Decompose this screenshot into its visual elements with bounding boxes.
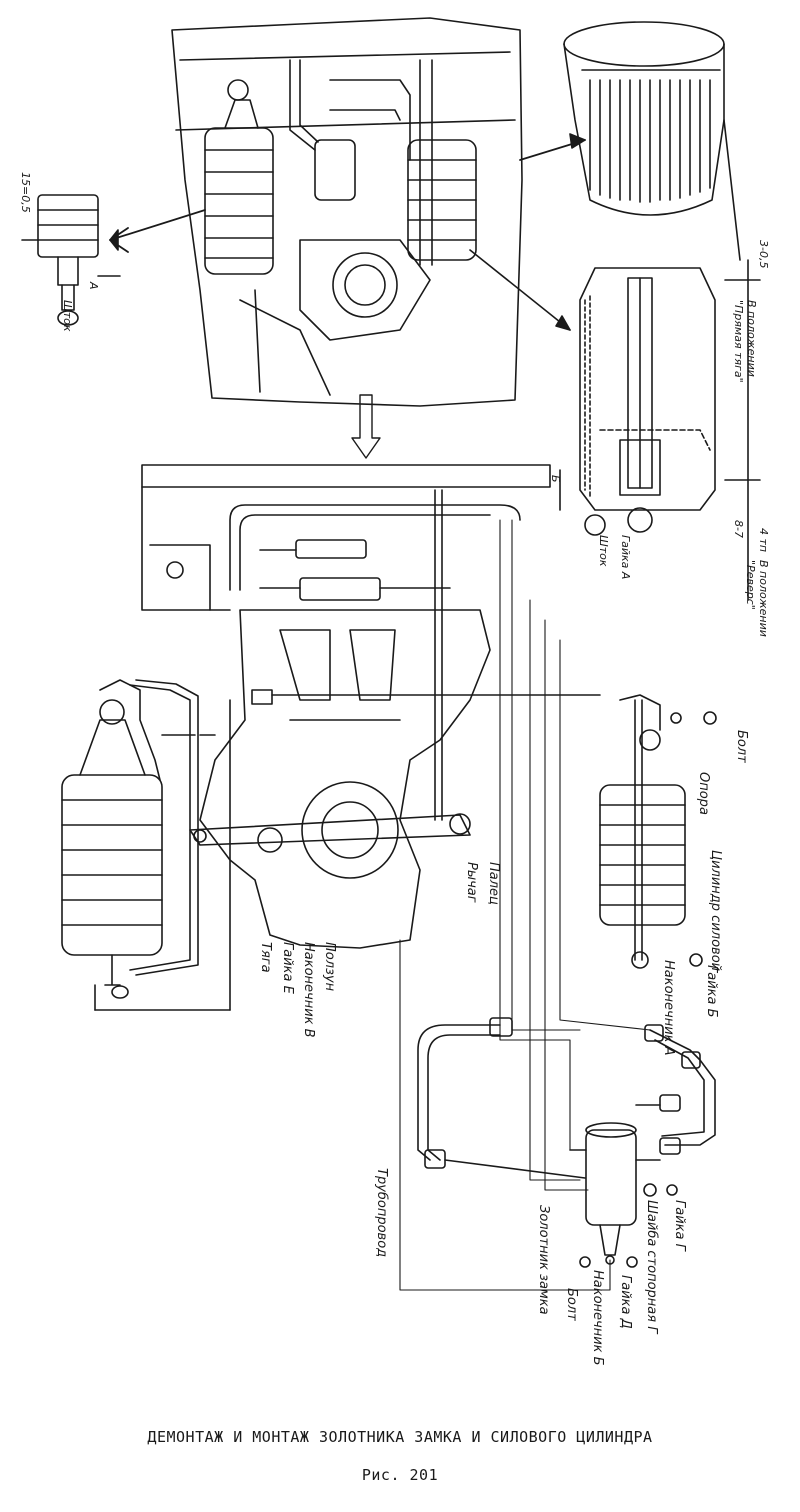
bottom-assembly: [417, 1017, 716, 1268]
label-cylinder: Цилиндр силовой: [708, 850, 723, 971]
label-position-2: В положении: [757, 560, 770, 637]
label-3-05: 3-0,5: [757, 240, 770, 268]
label-polzun: Ползун: [322, 942, 337, 992]
label-4tp: 4 тп: [757, 528, 770, 552]
label-dim-top: 15=0,5: [19, 172, 32, 213]
middle-main-view: [141, 464, 601, 949]
label-gaika-d: Гайка Д: [618, 1275, 633, 1329]
label-nakonechnik-a: Наконечник А: [661, 960, 676, 1056]
top-right-filter: [519, 21, 741, 261]
label-nakonechnik-b: Наконечник Б: [590, 1270, 605, 1366]
top-engine-view: [171, 17, 523, 407]
label-opora: Опора: [696, 772, 711, 815]
right-detail: [469, 249, 761, 601]
label-tyaga: Тяга: [258, 942, 273, 973]
label-palets: Палец: [486, 862, 501, 905]
label-rychag: Рычаг: [464, 862, 479, 903]
top-left-detail: [21, 194, 206, 326]
label-bolt-mid: Болт: [734, 730, 749, 763]
label-8-7: 8-7: [732, 520, 745, 538]
label-gaika-a: Гайка А: [619, 535, 632, 579]
label-gaika-e: Гайка Е: [280, 942, 295, 995]
left-power-cylinder: [61, 679, 231, 1011]
label-bolt-bottom: Болт: [564, 1288, 579, 1321]
label-revers: "Реверс": [744, 560, 757, 610]
label-a-top: А: [87, 281, 100, 290]
label-pryamaya: "Прямая тяга": [732, 300, 745, 383]
label-shaiba: Шайба стопорная Г: [644, 1200, 659, 1335]
label-truboprovod: Трубопровод: [374, 1168, 389, 1257]
labels: Шток А 15=0,5 Гайка А Шток Б В положении…: [19, 172, 770, 1366]
label-shtok-top: Шток: [61, 300, 74, 332]
right-power-cylinder: [599, 694, 717, 969]
label-gaika-b: Гайка Б: [704, 965, 719, 1018]
label-b: Б: [549, 475, 562, 483]
label-shtok-right: Шток: [597, 535, 610, 567]
label-position-1: В положении: [745, 300, 758, 377]
down-arrow: [351, 394, 381, 459]
label-gaika-g: Гайка Г: [672, 1200, 687, 1253]
figure-title: ДЕМОНТАЖ И МОНТАЖ ЗОЛОТНИКА ЗАМКА И СИЛО…: [147, 1428, 653, 1446]
figure-number: Рис. 201: [361, 1466, 439, 1484]
label-zolotnik: Золотник замка: [536, 1205, 551, 1315]
label-nakonechnik-v: Наконечник В: [301, 942, 316, 1038]
